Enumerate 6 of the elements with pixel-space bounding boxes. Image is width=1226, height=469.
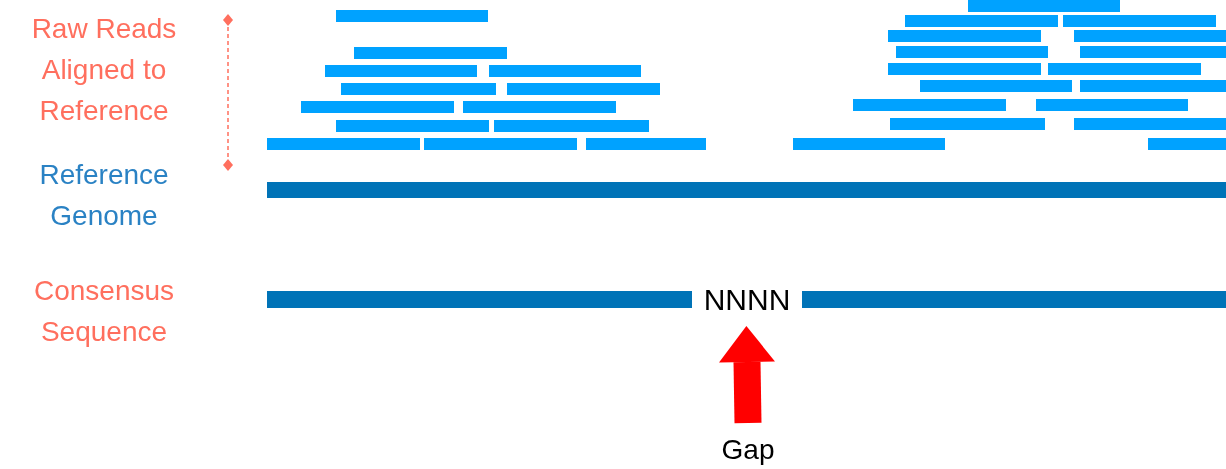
gap-label: Gap — [698, 433, 798, 467]
gap-sequence-text: NNNN — [692, 282, 802, 316]
row-label: Consensus Sequence — [32, 274, 176, 349]
arrow — [719, 326, 775, 424]
row-label: Raw Reads Aligned to Reference — [30, 12, 178, 128]
row-label: Reference Genome — [38, 158, 170, 233]
